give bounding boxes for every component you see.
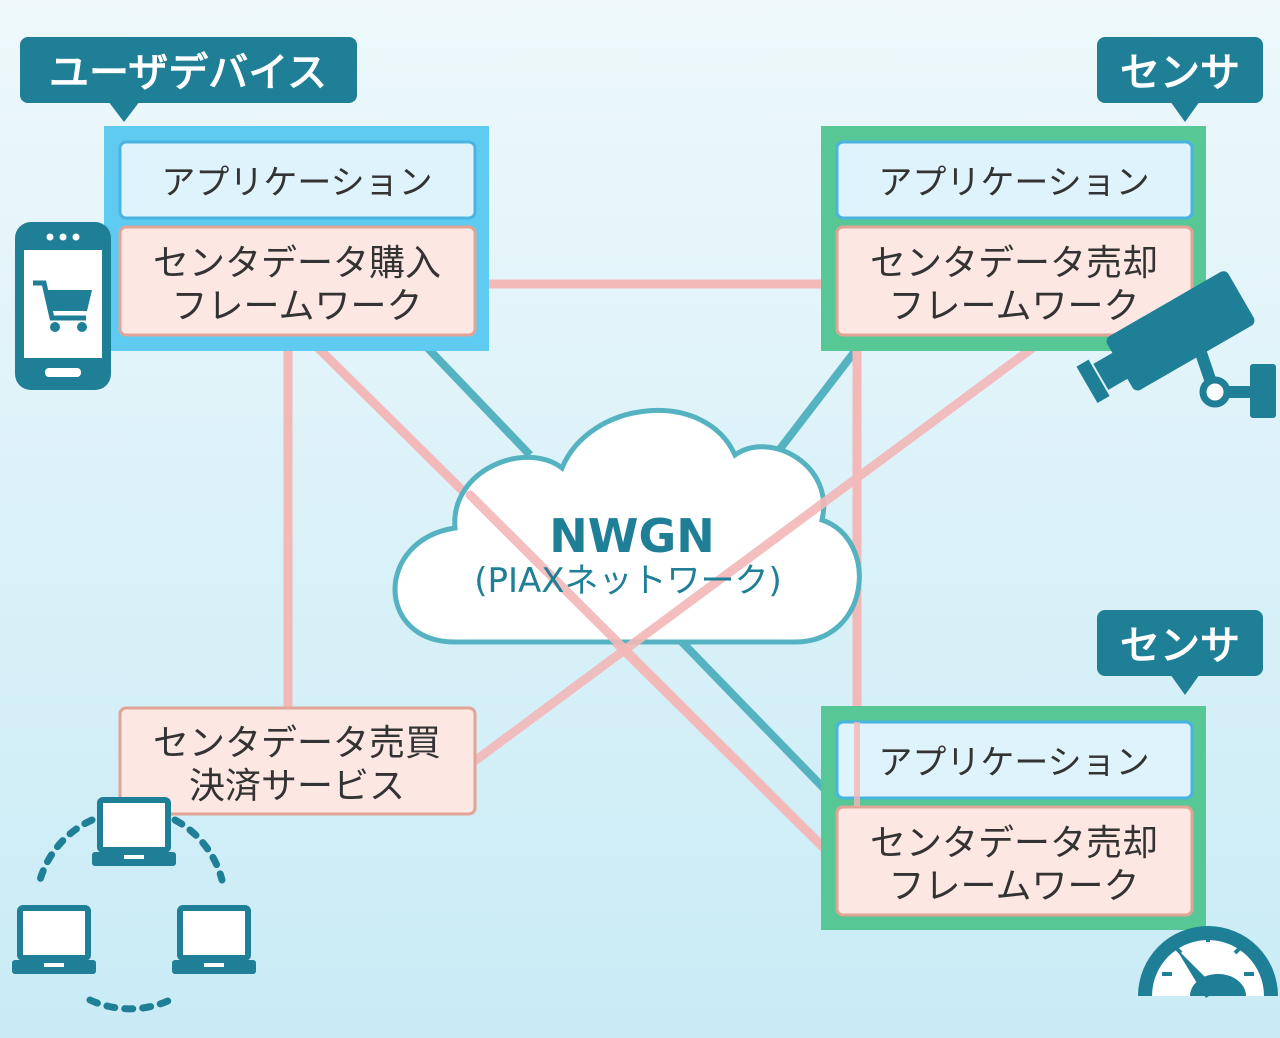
nwgn-cloud [392, 408, 862, 645]
gauge-meter-icon [1138, 926, 1278, 998]
laptop-icon [12, 905, 96, 974]
link-sensor2-cloud [677, 637, 843, 808]
link-sell1-settlement [471, 330, 1055, 765]
sensor1-framework-box [835, 225, 1194, 337]
sensor2-framework-box [835, 805, 1194, 917]
user-framework-box [118, 225, 477, 337]
sensor-bottom-tag: センサ [1097, 610, 1263, 695]
link-purchase-sell2-overlay [465, 490, 843, 867]
sensor-bottom-label: センサ [1120, 623, 1240, 669]
user-framework-line2: フレームワーク [172, 286, 423, 327]
p2p-laptops [12, 797, 256, 1013]
sensor2-app-label: アプリケーション [878, 743, 1149, 783]
network-subtitle: (PIAXネットワーク) [474, 561, 782, 601]
user-framework-line1: センタデータ購入 [153, 243, 441, 284]
laptop-icon [172, 905, 256, 974]
settlement-line2: 決済サービス [189, 766, 405, 807]
settlement-box [118, 706, 477, 816]
sensor2-app-box [835, 720, 1194, 800]
sensor1-framework-line1: センタデータ売却 [870, 243, 1158, 284]
sensor1-app-box [835, 140, 1194, 220]
sensor1-framework-line2: フレームワーク [889, 286, 1140, 327]
sensor2-framework-line1: センタデータ売却 [870, 823, 1158, 864]
user-app-box [118, 140, 477, 220]
settlement-service-node: センタデータ売買 決済サービス [118, 706, 477, 816]
sensor-top-node: アプリケーション センタデータ売却 フレームワーク [821, 126, 1206, 351]
sensor-top-tag: センサ [1097, 37, 1263, 122]
smartphone-cart-icon [15, 222, 111, 390]
user-device-label: ユーザデバイス [49, 50, 327, 96]
sensor-bottom-node: アプリケーション センタデータ売却 フレームワーク [821, 706, 1206, 930]
user-device-tag: ユーザデバイス [20, 37, 357, 122]
user-app-label: アプリケーション [161, 163, 432, 203]
security-camera-icon [1076, 271, 1276, 418]
sensor2-framework-line2: フレームワーク [889, 866, 1140, 907]
laptop-icon [92, 797, 176, 866]
link-user-cloud [417, 337, 533, 458]
settlement-line1: センタデータ売買 [153, 723, 441, 764]
sensor1-app-label: アプリケーション [878, 163, 1149, 203]
network-title: NWGN [549, 509, 715, 563]
sensor-top-label: センサ [1120, 50, 1240, 96]
user-device-node: アプリケーション センタデータ購入 フレームワーク [104, 126, 489, 351]
